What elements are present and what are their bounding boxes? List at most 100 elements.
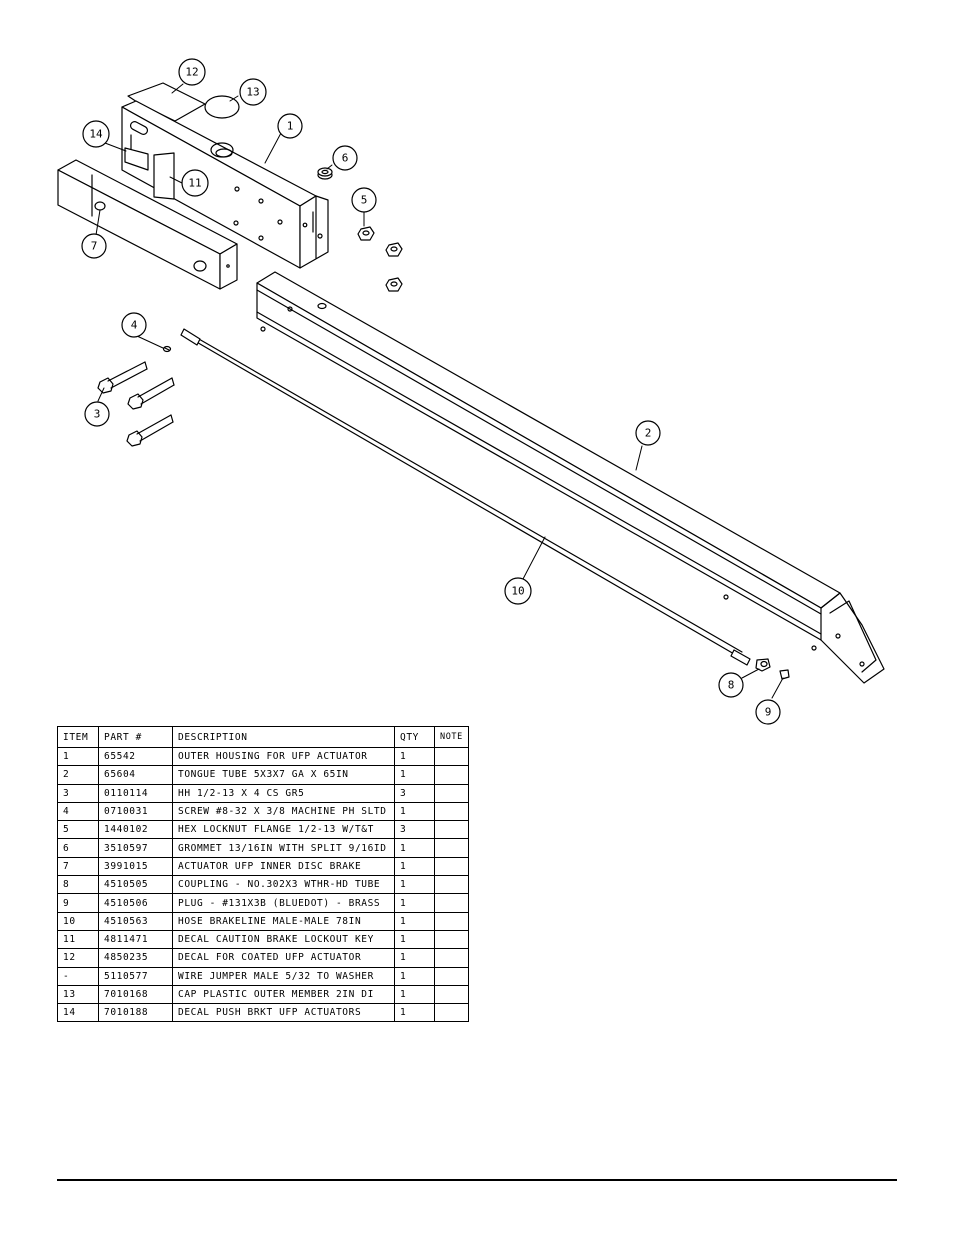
actuator-inner-part [58, 160, 237, 289]
cell-qty: 1 [394, 948, 435, 968]
callout-label: 11 [188, 177, 201, 190]
callout-9: 9 [756, 700, 780, 724]
cell-description: COUPLING - NO.302X3 WTHR-HD TUBE [172, 875, 395, 895]
callout-6: 6 [333, 146, 357, 170]
cell-qty: 1 [394, 765, 435, 785]
cell-description: PLUG - #131X3B (BLUEDOT) - BRASS [172, 893, 395, 913]
cell-item: 14 [57, 1003, 99, 1023]
cell-item: 12 [57, 948, 99, 968]
cell-part-number: 3991015 [98, 856, 173, 877]
cell-description: DECAL PUSH BRKT UFP ACTUATORS [172, 1003, 395, 1023]
callout-8: 8 [719, 673, 743, 697]
cell-description: TONGUE TUBE 5X3X7 GA X 65IN [172, 765, 395, 785]
cell-description: GROMMET 13/16IN WITH SPLIT 9/16ID [172, 838, 395, 858]
callout-label: 6 [342, 152, 349, 165]
cell-item: 2 [57, 765, 99, 785]
cell-description: ACTUATOR UFP INNER DISC BRAKE [172, 856, 395, 877]
cell-description: WIRE JUMPER MALE 5/32 TO WASHER [172, 966, 395, 986]
cell-part-number: 0110114 [98, 783, 173, 803]
cell-note [434, 948, 469, 968]
callout-2: 2 [636, 421, 660, 445]
column-header-qty: QTY [394, 726, 435, 748]
column-header-part: PART # [98, 726, 173, 748]
cell-note [434, 911, 469, 931]
cell-qty: 3 [394, 820, 435, 840]
cell-qty: 3 [394, 783, 435, 803]
callout-label: 3 [94, 408, 101, 421]
callout-10: 10 [505, 578, 531, 604]
cell-item: 11 [57, 929, 99, 950]
cell-qty: 1 [394, 1003, 435, 1023]
hex-bolt-part [128, 378, 174, 409]
cell-qty: 1 [394, 929, 435, 950]
callout-label: 2 [645, 427, 652, 440]
cell-note [434, 966, 469, 986]
callout-label: 8 [728, 679, 735, 692]
callout-4: 4 [122, 313, 146, 337]
callout-label: 12 [185, 66, 198, 79]
column-header-description: DESCRIPTION [172, 726, 395, 748]
cell-note [434, 783, 469, 803]
cell-qty: 1 [394, 966, 435, 986]
hex-bolt-part [127, 415, 173, 446]
cell-item: 7 [57, 856, 99, 877]
callout-label: 10 [511, 585, 524, 598]
cell-part-number: 5110577 [98, 966, 173, 986]
cell-qty: 1 [394, 838, 435, 858]
cell-note [434, 820, 469, 840]
cell-note [434, 856, 469, 877]
leader-lines [96, 84, 783, 698]
cell-note [434, 929, 469, 950]
cell-item: - [57, 966, 99, 986]
cap-13 [205, 96, 239, 118]
column-header-item: ITEM [57, 726, 99, 748]
plug-part [780, 670, 789, 679]
cell-qty: 1 [394, 856, 435, 877]
locknut-part [358, 227, 402, 291]
brake-hose-part [181, 329, 750, 665]
callout-label: 1 [287, 120, 294, 133]
grommet-part [318, 168, 332, 179]
callout-label: 7 [91, 240, 98, 253]
cell-part-number: 3510597 [98, 838, 173, 858]
cell-qty: 1 [394, 801, 435, 822]
callout-11: 11 [182, 170, 208, 196]
cell-description: HEX LOCKNUT FLANGE 1/2-13 W/T&T [172, 820, 395, 840]
cell-description: OUTER HOUSING FOR UFP ACTUATOR [172, 746, 395, 767]
callout-1: 1 [278, 114, 302, 138]
cell-description: CAP PLASTIC OUTER MEMBER 2IN DI [172, 984, 395, 1005]
cell-qty: 1 [394, 893, 435, 913]
cell-item: 8 [57, 875, 99, 895]
cell-item: 3 [57, 783, 99, 803]
cell-part-number: 0710031 [98, 801, 173, 822]
cell-part-number: 65542 [98, 746, 173, 767]
cell-item: 10 [57, 911, 99, 931]
callout-label: 14 [89, 128, 103, 141]
callout-label: 4 [131, 319, 138, 332]
callout-3: 3 [85, 402, 109, 426]
cell-qty: 1 [394, 911, 435, 931]
coupling-part [756, 659, 770, 671]
outer-housing-part [122, 101, 328, 268]
cell-qty: 1 [394, 746, 435, 767]
cell-item: 5 [57, 820, 99, 840]
cell-part-number: 4510563 [98, 911, 173, 931]
cell-item: 6 [57, 838, 99, 858]
cell-note [434, 746, 469, 767]
decal-11 [154, 153, 174, 199]
cell-part-number: 7010168 [98, 984, 173, 1005]
cell-part-number: 4811471 [98, 929, 173, 950]
